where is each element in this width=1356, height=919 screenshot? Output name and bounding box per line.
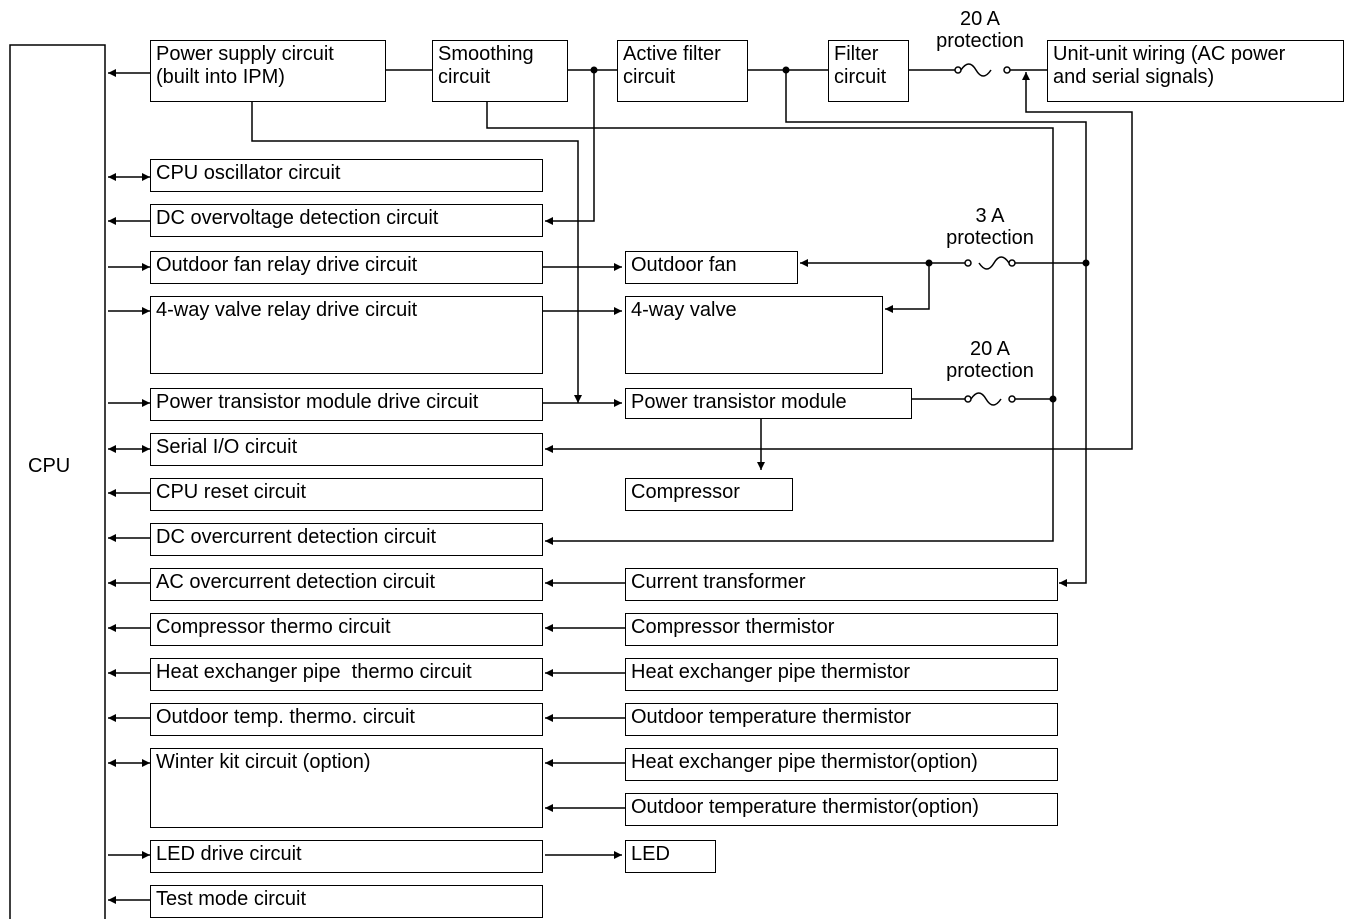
winter-kit-circuit: Winter kit circuit (option): [150, 748, 543, 828]
outdoor-temperature-thermistor-option: Outdoor temperature thermistor(option): [625, 793, 1058, 826]
compressor: Compressor: [625, 478, 793, 511]
test-mode-circuit: Test mode circuit: [150, 885, 543, 918]
outdoor-fan-relay-drive-circuit: Outdoor fan relay drive circuit: [150, 251, 543, 284]
four-way-valve-relay-drive-circuit: 4-way valve relay drive circuit: [150, 296, 543, 374]
unit-unit-wiring: Unit-unit wiring (AC power and serial si…: [1047, 40, 1344, 102]
protection-20a-ptm: 20 A protection: [946, 338, 1034, 382]
dc-overcurrent-detection-circuit: DC overcurrent detection circuit: [150, 523, 543, 556]
serial-io-circuit: Serial I/O circuit: [150, 433, 543, 466]
current-transformer: Current transformer: [625, 568, 1058, 601]
outdoor-fan: Outdoor fan: [625, 251, 798, 284]
protection-20a-top: 20 A protection: [936, 8, 1024, 52]
heat-exchanger-pipe-thermistor-option: Heat exchanger pipe thermistor(option): [625, 748, 1058, 781]
led: LED: [625, 840, 716, 873]
dc-overvoltage-detection-circuit: DC overvoltage detection circuit: [150, 204, 543, 237]
power-transistor-module: Power transistor module: [625, 388, 912, 419]
heat-exchanger-pipe-thermo-circuit: Heat exchanger pipe thermo circuit: [150, 658, 543, 691]
four-way-valve: 4-way valve: [625, 296, 883, 374]
filter-circuit: Filter circuit: [828, 40, 909, 102]
led-drive-circuit: LED drive circuit: [150, 840, 543, 873]
outdoor-temp-thermo-circuit: Outdoor temp. thermo. circuit: [150, 703, 543, 736]
ac-overcurrent-detection-circuit: AC overcurrent detection circuit: [150, 568, 543, 601]
power-transistor-module-drive-circuit: Power transistor module drive circuit: [150, 388, 543, 421]
outdoor-temperature-thermistor: Outdoor temperature thermistor: [625, 703, 1058, 736]
smoothing-circuit: Smoothing circuit: [432, 40, 568, 102]
cpu-frame: [9, 44, 106, 919]
cpu-reset-circuit: CPU reset circuit: [150, 478, 543, 511]
active-filter-circuit: Active filter circuit: [617, 40, 748, 102]
compressor-thermo-circuit: Compressor thermo circuit: [150, 613, 543, 646]
cpu-label: CPU: [28, 455, 71, 477]
compressor-thermistor: Compressor thermistor: [625, 613, 1058, 646]
heat-exchanger-pipe-thermistor: Heat exchanger pipe thermistor: [625, 658, 1058, 691]
protection-3a-fan: 3 A protection: [946, 205, 1034, 249]
power-supply-circuit: Power supply circuit (built into IPM): [150, 40, 386, 102]
cpu-oscillator-circuit: CPU oscillator circuit: [150, 159, 543, 192]
